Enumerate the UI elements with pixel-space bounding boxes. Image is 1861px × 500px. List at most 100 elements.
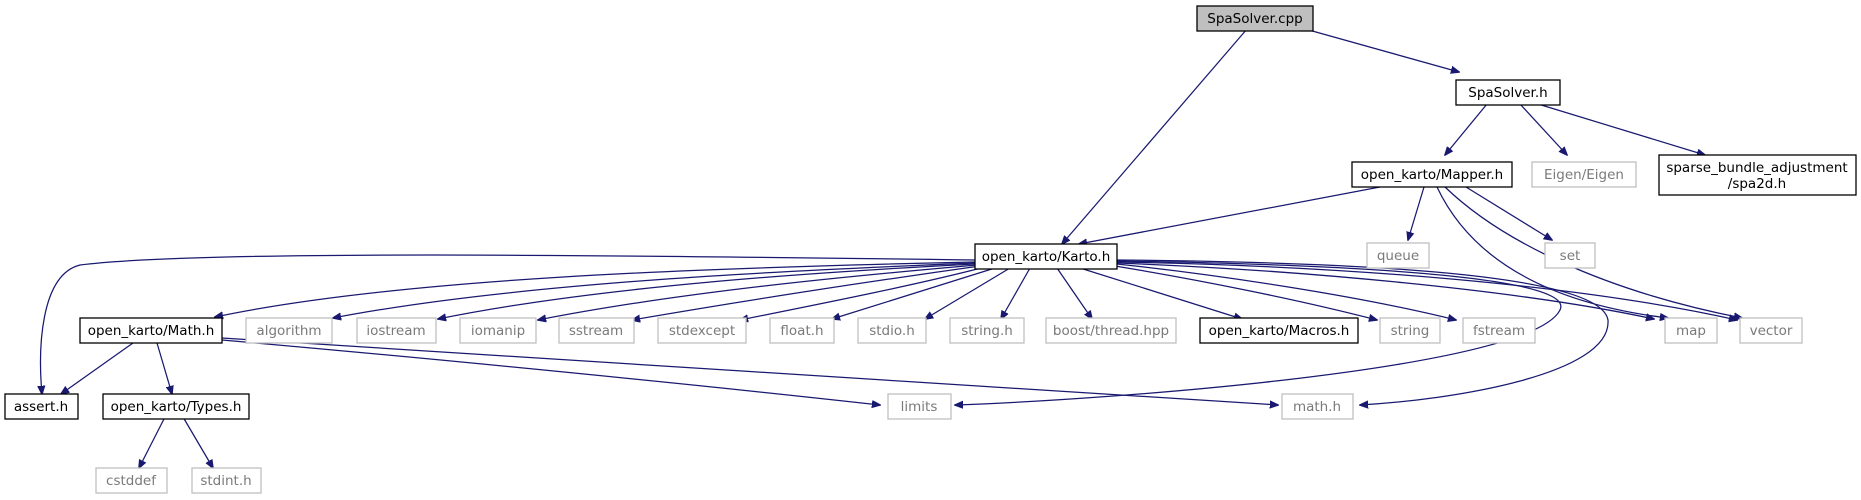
node-label: assert.h xyxy=(14,399,68,415)
node-karto-h[interactable]: open_karto/Karto.h xyxy=(974,243,1118,270)
node-vector[interactable]: vector xyxy=(1739,317,1803,344)
node-queue[interactable]: queue xyxy=(1366,242,1430,269)
node-label: open_karto/Mapper.h xyxy=(1361,167,1503,183)
edge-karto-h-to-macros-h xyxy=(1079,267,1242,319)
edge-karto-h-to-math-h-karto xyxy=(215,261,976,317)
node-eigen[interactable]: Eigen/Eigen xyxy=(1531,161,1637,188)
edge-math-h-karto-to-limits xyxy=(221,339,880,405)
node-box xyxy=(1455,79,1561,106)
node-assert-h[interactable]: assert.h xyxy=(4,393,79,420)
node-label: math.h xyxy=(1293,399,1341,415)
node-cstddef[interactable]: cstddef xyxy=(95,467,168,494)
node-label: fstream xyxy=(1473,323,1525,339)
nodes: SpaSolver.cpp SpaSolver.h open_karto/Map… xyxy=(4,5,1857,494)
node-label: SpaSolver.h xyxy=(1468,85,1547,101)
node-box xyxy=(1664,317,1718,344)
node-stdexcept[interactable]: stdexcept xyxy=(657,317,747,344)
node-limits[interactable]: limits xyxy=(887,393,952,420)
node-box xyxy=(1281,393,1354,420)
node-algorithm[interactable]: algorithm xyxy=(245,317,333,344)
node-label: algorithm xyxy=(256,323,321,339)
node-label: map xyxy=(1676,323,1706,339)
edge-mapper-h-to-map xyxy=(1436,186,1668,318)
node-box xyxy=(974,243,1118,270)
node-box xyxy=(102,393,250,420)
node-box xyxy=(558,317,635,344)
node-map[interactable]: map xyxy=(1664,317,1718,344)
node-box xyxy=(79,317,223,344)
node-box xyxy=(769,317,835,344)
edge-mapper-h-to-queue xyxy=(1408,186,1425,240)
node-stdio-h[interactable]: stdio.h xyxy=(857,317,927,344)
edge-mapper-h-to-set xyxy=(1465,186,1552,240)
node-box xyxy=(1531,161,1637,188)
node-box xyxy=(245,317,333,344)
node-label-line2: /spa2d.h xyxy=(1728,176,1786,192)
node-types-h[interactable]: open_karto/Types.h xyxy=(102,393,250,420)
node-box xyxy=(459,317,537,344)
node-spasolver-cpp[interactable]: SpaSolver.cpp xyxy=(1196,5,1314,32)
node-label: cstddef xyxy=(106,473,157,489)
node-label: stdint.h xyxy=(200,473,251,489)
node-label-line1: sparse_bundle_adjustment xyxy=(1666,160,1847,176)
edge-karto-h-to-string xyxy=(1114,265,1377,320)
edge-karto-h-to-map xyxy=(1116,262,1654,319)
node-label: float.h xyxy=(780,323,823,339)
node-iomanip[interactable]: iomanip xyxy=(459,317,537,344)
edge-karto-h-to-boost-thread xyxy=(1056,267,1092,319)
node-spa2d[interactable]: sparse_bundle_adjustment /spa2d.h xyxy=(1658,154,1857,196)
node-label: iomanip xyxy=(471,323,525,339)
edge-karto-h-to-stdexcept xyxy=(740,266,986,320)
edge-karto-h-to-math-h xyxy=(1116,259,1609,405)
node-sstream[interactable]: sstream xyxy=(558,317,635,344)
node-label: string.h xyxy=(961,323,1013,339)
node-label: SpaSolver.cpp xyxy=(1207,11,1302,27)
node-boost-thread[interactable]: boost/thread.hpp xyxy=(1045,317,1177,344)
node-label: open_karto/Karto.h xyxy=(982,249,1111,265)
node-box xyxy=(356,317,437,344)
edge-spasolver-h-to-eigen xyxy=(1519,103,1567,155)
node-string[interactable]: string xyxy=(1379,317,1441,344)
node-label: limits xyxy=(901,399,938,415)
edge-types-h-to-cstddef xyxy=(139,416,166,468)
node-box xyxy=(1351,161,1513,188)
edge-karto-h-to-assert-h xyxy=(41,254,976,394)
edge-karto-h-to-string-h xyxy=(1001,267,1031,319)
node-label: open_karto/Types.h xyxy=(111,399,242,415)
node-math-h-karto[interactable]: open_karto/Math.h xyxy=(79,317,223,344)
node-macros-h[interactable]: open_karto/Macros.h xyxy=(1199,317,1359,344)
edges xyxy=(41,26,1742,468)
edge-karto-h-to-iomanip xyxy=(538,264,978,320)
node-box xyxy=(857,317,927,344)
node-float-h[interactable]: float.h xyxy=(769,317,835,344)
edge-karto-h-to-limits xyxy=(955,260,1562,405)
node-label: stdio.h xyxy=(869,323,915,339)
node-label: boost/thread.hpp xyxy=(1053,323,1169,339)
node-label: string xyxy=(1391,323,1430,339)
node-box xyxy=(1658,154,1857,196)
node-spasolver-h[interactable]: SpaSolver.h xyxy=(1455,79,1561,106)
edge-karto-h-to-vector xyxy=(1116,261,1737,320)
edge-spasolver-h-to-mapper-h xyxy=(1445,103,1488,155)
node-fstream[interactable]: fstream xyxy=(1462,317,1536,344)
edge-types-h-to-stdint-h xyxy=(182,416,213,468)
node-string-h[interactable]: string.h xyxy=(949,317,1025,344)
edge-karto-h-to-sstream xyxy=(632,265,981,320)
node-box xyxy=(887,393,952,420)
node-set[interactable]: set xyxy=(1544,242,1596,269)
node-iostream[interactable]: iostream xyxy=(356,317,437,344)
node-label: Eigen/Eigen xyxy=(1544,167,1624,183)
edge-karto-h-to-stdio-h xyxy=(925,267,1011,319)
edge-spasolver-cpp-to-karto-h xyxy=(1062,28,1248,244)
node-label: iostream xyxy=(366,323,425,339)
node-label: set xyxy=(1560,248,1581,264)
node-box xyxy=(949,317,1025,344)
edge-karto-h-to-algorithm xyxy=(333,262,976,318)
node-box xyxy=(1045,317,1177,344)
node-label: vector xyxy=(1750,323,1793,339)
node-math-h[interactable]: math.h xyxy=(1281,393,1354,420)
node-mapper-h[interactable]: open_karto/Mapper.h xyxy=(1351,161,1513,188)
edge-karto-h-to-float-h xyxy=(832,267,996,319)
node-stdint-h[interactable]: stdint.h xyxy=(191,467,262,494)
